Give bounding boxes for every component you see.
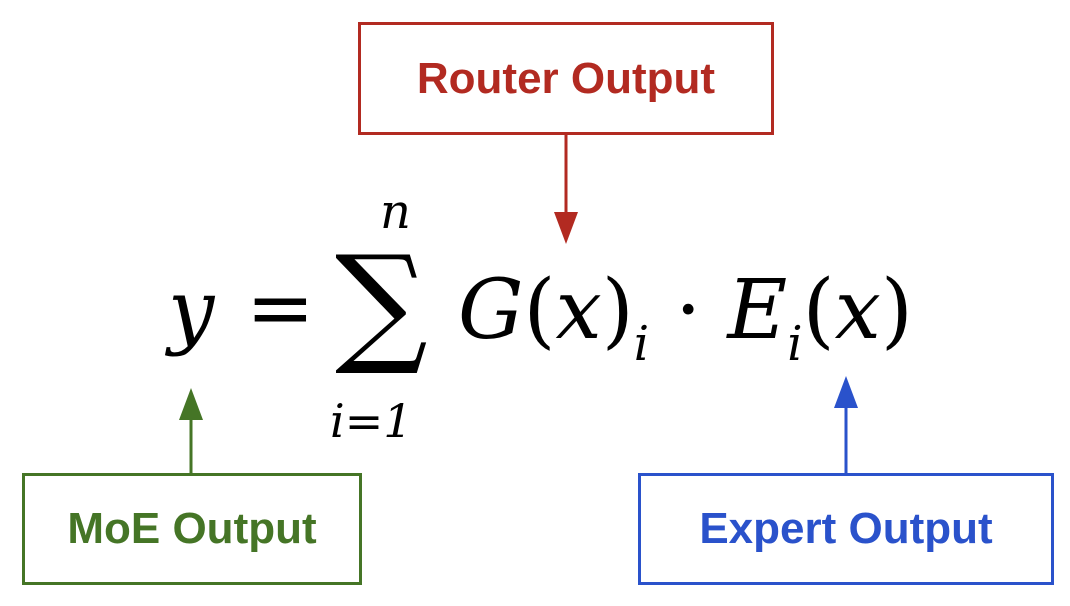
router-output-label: Router Output <box>416 53 716 103</box>
sum-lower-limit: i=1 <box>330 394 413 448</box>
multiplication-dot: · <box>675 263 702 358</box>
moe-output-label: MoE Output <box>67 504 317 553</box>
gate-open-paren: ( <box>523 263 556 358</box>
equation-rhs: G(x)i · Ei(x) <box>458 270 913 369</box>
expert-arrow <box>834 376 858 473</box>
router-output-box: Router Output <box>358 22 774 135</box>
expert-open-paren: ( <box>802 263 835 358</box>
expert-input-x: x <box>834 263 881 358</box>
router-arrow <box>554 135 578 244</box>
expert-close-paren: ) <box>880 263 913 358</box>
moe-arrow <box>179 388 203 473</box>
expert-function-e: E <box>727 263 788 358</box>
expert-output-box: Expert Output <box>638 473 1054 585</box>
moe-output-box: MoE Output <box>22 473 362 585</box>
summation-symbol: ∑ <box>335 227 428 379</box>
equation-lhs-y: y <box>168 263 215 358</box>
gate-input-x: x <box>555 263 602 358</box>
sum-upper-limit: n <box>380 184 411 240</box>
expert-index-i: i <box>787 316 803 372</box>
gate-function-g: G <box>458 263 524 358</box>
gate-close-paren: ) <box>601 263 634 358</box>
equation-equals-sign: = <box>246 261 315 356</box>
gate-index-i: i <box>633 316 650 372</box>
expert-output-label: Expert Output <box>699 504 993 553</box>
